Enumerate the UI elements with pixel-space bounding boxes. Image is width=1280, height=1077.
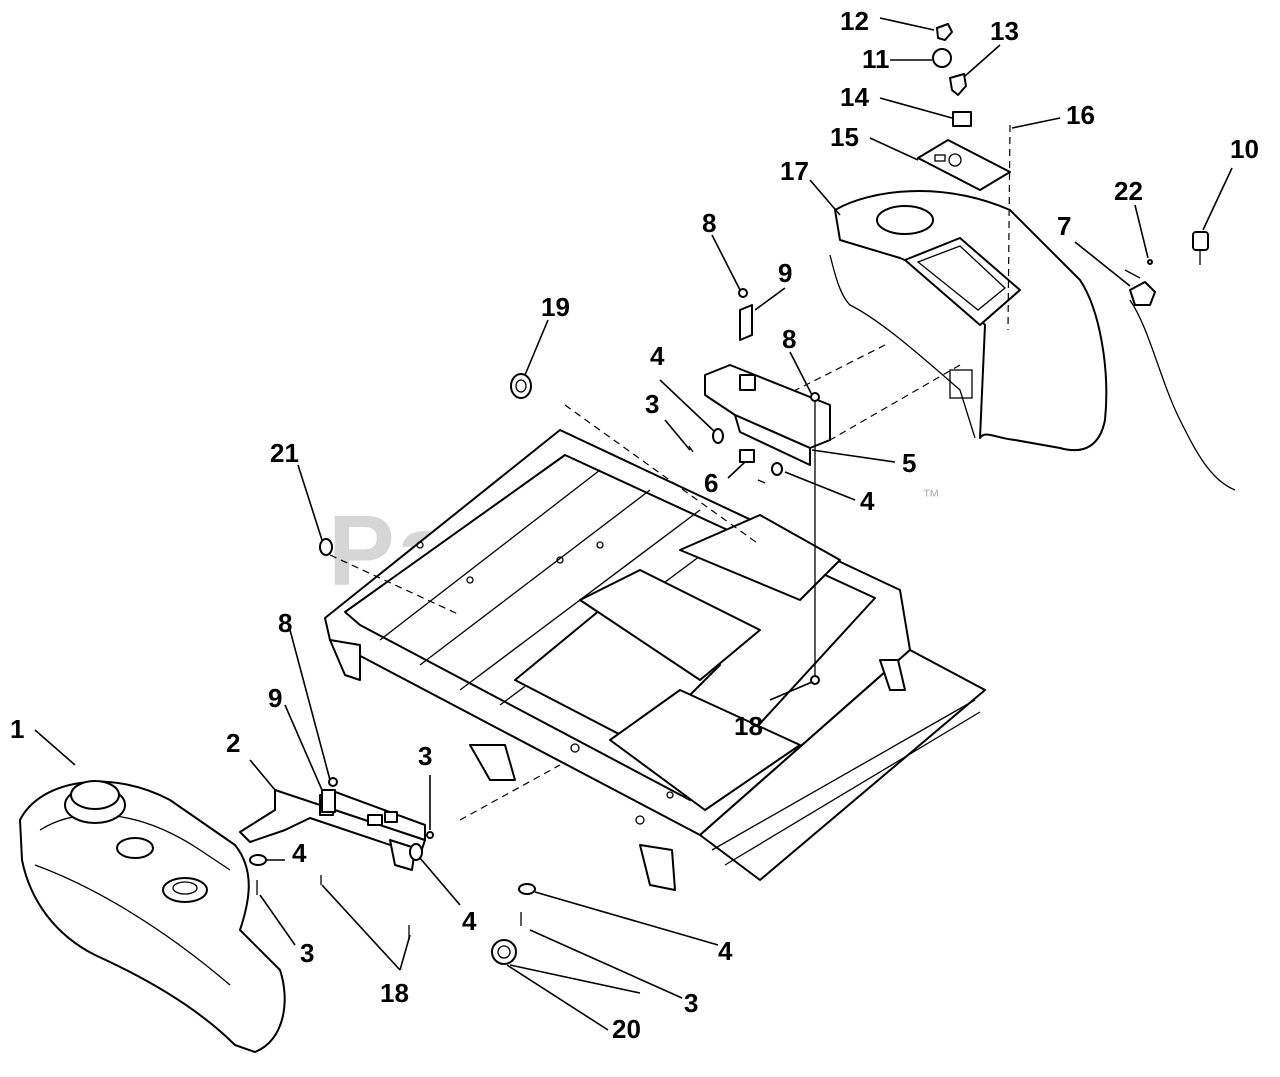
- callout-4-left: 4: [292, 838, 307, 868]
- callout-4-right: 4: [860, 486, 875, 516]
- callout-13: 13: [990, 16, 1019, 46]
- fuel-tank-right: [829, 190, 1108, 452]
- bracket-left: [239, 789, 426, 871]
- callout-6: 6: [704, 468, 718, 498]
- hardware: [249, 23, 1236, 965]
- frame-assembly: [324, 344, 986, 891]
- callout-21: 21: [270, 438, 299, 468]
- bracket-right: [704, 364, 831, 466]
- callout-12: 12: [840, 6, 869, 36]
- callout-3-bottom: 3: [684, 988, 698, 1018]
- callout-18-bracket: 18: [380, 978, 409, 1008]
- callout-20: 20: [612, 1014, 641, 1044]
- callout-3-right: 3: [645, 389, 659, 419]
- callout-3-tank: 3: [300, 938, 314, 968]
- leader-lines: [34, 17, 1233, 1031]
- callout-9-left: 9: [268, 683, 282, 713]
- callout-7: 7: [1057, 211, 1071, 241]
- callout-22: 22: [1114, 176, 1143, 206]
- watermark-trademark: ™: [922, 486, 940, 506]
- callout-9-right: 9: [778, 258, 792, 288]
- callout-19: 19: [541, 292, 570, 322]
- callout-4-bracket: 4: [462, 906, 477, 936]
- callout-10: 10: [1230, 134, 1259, 164]
- callout-11: 11: [862, 44, 890, 74]
- callout-15: 15: [830, 122, 859, 152]
- callouts: 1 2 3 3 3 3 4 4 4 4 4 5 6 7 8 8 8 9 9 10…: [10, 6, 1259, 1044]
- callout-18-frame: 18: [734, 711, 763, 741]
- callout-5: 5: [902, 448, 916, 478]
- callout-4-bottom: 4: [718, 936, 733, 966]
- callout-2: 2: [226, 728, 240, 758]
- callout-8-right: 8: [782, 324, 796, 354]
- callout-16: 16: [1066, 100, 1095, 130]
- callout-4-upper: 4: [650, 341, 665, 371]
- fuel-tank-left: [19, 780, 286, 1053]
- callout-8-top: 8: [702, 208, 716, 238]
- callout-8-left: 8: [278, 608, 292, 638]
- callout-3-bracket: 3: [418, 741, 432, 771]
- callout-17: 17: [780, 156, 809, 186]
- callout-1: 1: [10, 714, 24, 744]
- callout-14: 14: [840, 82, 869, 112]
